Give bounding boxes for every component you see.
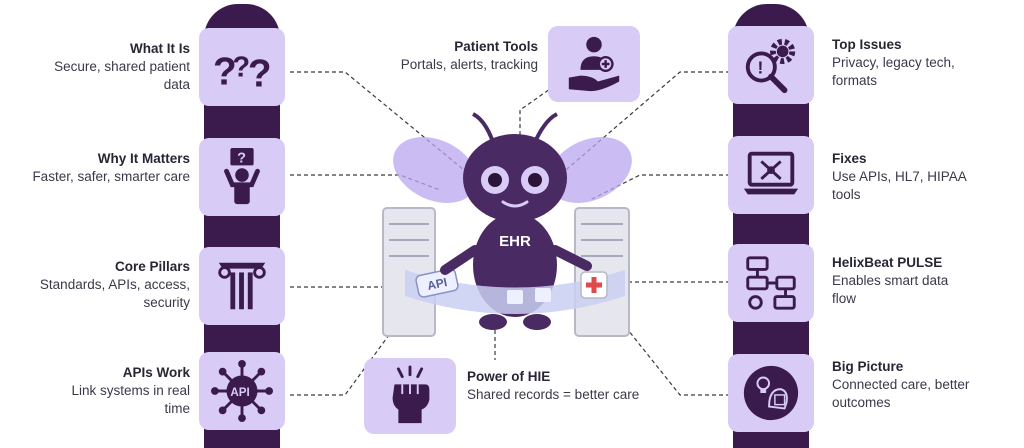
item-title: Patient Tools bbox=[454, 39, 538, 54]
why-it-matters-tile: ? bbox=[199, 138, 285, 216]
item-desc: Standards, APIs, access, security bbox=[39, 277, 190, 310]
svg-text:API: API bbox=[230, 386, 249, 399]
item-title: HelixBeat PULSE bbox=[832, 255, 943, 270]
svg-text:?: ? bbox=[213, 50, 237, 93]
core-pillars-text: Core Pillars Standards, APIs, access, se… bbox=[10, 258, 190, 312]
item-desc: Secure, shared patient data bbox=[54, 59, 190, 92]
item-desc: Connected care, better outcomes bbox=[832, 377, 970, 410]
item-desc: Link systems in real time bbox=[71, 383, 190, 416]
power-of-hie-tile bbox=[364, 358, 456, 434]
item-desc: Enables smart data flow bbox=[832, 273, 949, 306]
item-desc: Portals, alerts, tracking bbox=[400, 57, 538, 72]
ehr-mascot-illustration: EHR API bbox=[382, 112, 632, 337]
puzzle-icon bbox=[507, 290, 523, 304]
ehr-badge: EHR bbox=[499, 233, 531, 250]
item-desc: Privacy, legacy tech, formats bbox=[832, 55, 955, 88]
big-picture-tile bbox=[728, 354, 814, 432]
column-icon bbox=[218, 262, 266, 310]
power-of-hie-text: Power of HIE Shared records = better car… bbox=[467, 368, 667, 404]
item-title: Top Issues bbox=[832, 37, 902, 52]
why-it-matters-text: Why It Matters Faster, safer, smarter ca… bbox=[10, 150, 190, 186]
helixbeat-pulse-tile bbox=[728, 244, 814, 322]
what-it-is-text: What It Is Secure, shared patient data bbox=[10, 40, 190, 94]
item-title: Power of HIE bbox=[467, 369, 551, 384]
svg-text:!: ! bbox=[757, 58, 763, 78]
bulb-head-icon bbox=[743, 365, 799, 421]
item-desc: Faster, safer, smarter care bbox=[32, 169, 190, 184]
item-title: What It Is bbox=[130, 41, 190, 56]
fixes-tile bbox=[728, 136, 814, 214]
item-title: Big Picture bbox=[832, 359, 904, 374]
api-hub-icon: API bbox=[211, 360, 273, 422]
item-title: Core Pillars bbox=[114, 259, 190, 274]
patient-tools-tile bbox=[548, 26, 640, 102]
svg-text:?: ? bbox=[237, 150, 246, 166]
what-it-is-tile: ? ? ? bbox=[199, 28, 285, 106]
core-pillars-tile bbox=[199, 247, 285, 325]
item-title: Why It Matters bbox=[97, 151, 190, 166]
patient-tools-text: Patient Tools Portals, alerts, tracking bbox=[372, 38, 538, 74]
hand-person-icon bbox=[568, 36, 620, 92]
gear-search-icon: ! bbox=[745, 38, 796, 94]
fist-icon bbox=[392, 365, 430, 424]
left-wing bbox=[393, 137, 477, 203]
apis-work-tile: API bbox=[199, 352, 285, 430]
item-title: APIs Work bbox=[122, 365, 190, 380]
question-marks-icon: ? ? ? bbox=[213, 50, 272, 95]
apis-work-text: APIs Work Link systems in real time bbox=[10, 364, 190, 418]
top-issues-tile: ! bbox=[728, 26, 814, 104]
right-wing bbox=[548, 137, 632, 203]
puzzle-icon bbox=[535, 288, 551, 302]
helixbeat-pulse-text: HelixBeat PULSE Enables smart data flow bbox=[832, 254, 1012, 308]
big-picture-text: Big Picture Connected care, better outco… bbox=[832, 358, 1012, 412]
mascot-head bbox=[463, 134, 567, 222]
item-desc: Shared records = better care bbox=[467, 387, 640, 402]
laptop-tools-icon bbox=[743, 151, 799, 195]
svg-text:?: ? bbox=[248, 52, 272, 95]
item-title: Fixes bbox=[832, 151, 867, 166]
flowchart-icon bbox=[746, 256, 796, 310]
item-desc: Use APIs, HL7, HIPAA tools bbox=[832, 169, 967, 202]
svg-text:?: ? bbox=[232, 52, 250, 84]
fixes-text: Fixes Use APIs, HL7, HIPAA tools bbox=[832, 150, 1012, 204]
top-issues-text: Top Issues Privacy, legacy tech, formats bbox=[832, 36, 1012, 90]
api-label: API bbox=[426, 275, 448, 293]
person-question-icon: ? bbox=[224, 147, 260, 205]
